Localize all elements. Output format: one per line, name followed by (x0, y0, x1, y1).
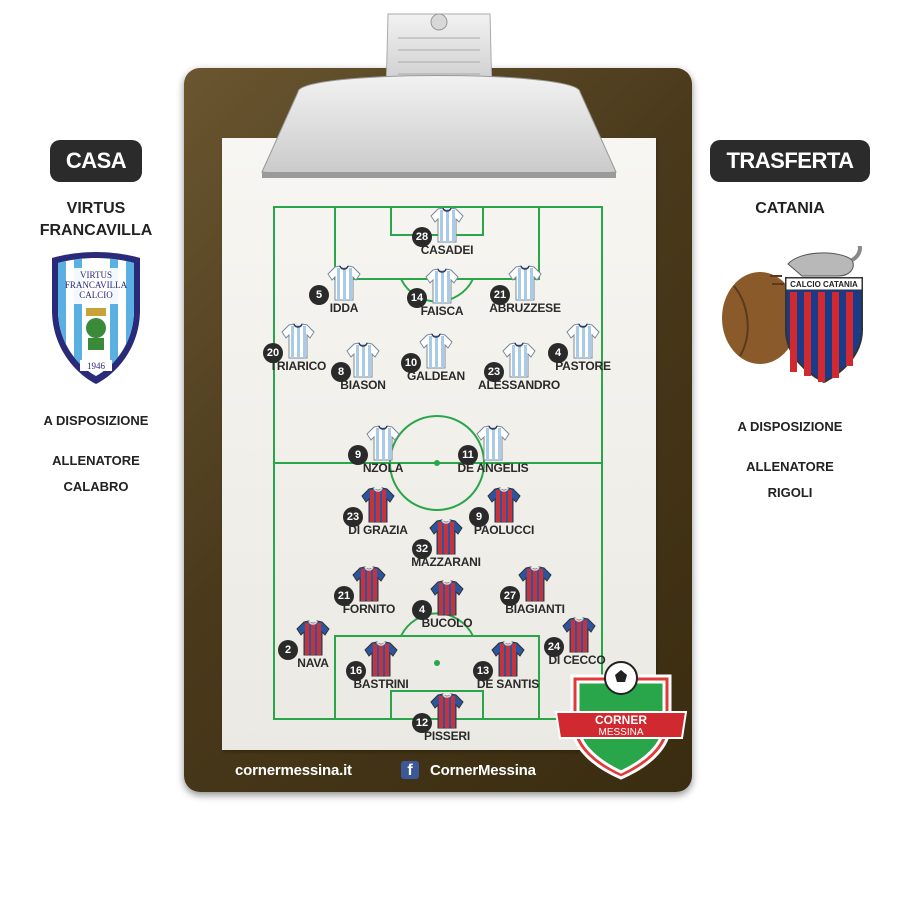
player-number: 20 (263, 343, 283, 363)
player-number: 2 (278, 640, 298, 660)
player-number: 27 (500, 586, 520, 606)
away-shirt-icon (491, 641, 525, 677)
home-shirt-icon (425, 268, 459, 304)
player-name: ABRUZZESE (489, 301, 561, 315)
player-number: 32 (412, 539, 432, 559)
facebook-icon: f (401, 761, 419, 779)
player-name: NAVA (297, 656, 329, 670)
away-shirt-icon (518, 566, 552, 602)
social-handle[interactable]: CornerMessina (430, 762, 536, 779)
svg-text:CALCIO CATANIA: CALCIO CATANIA (790, 280, 858, 289)
site-link[interactable]: cornermessina.it (235, 762, 352, 779)
home-shirt-icon (366, 425, 400, 461)
away-shirt-icon (562, 617, 596, 653)
calcio-catania-logo: CALCIO CATANIA (722, 246, 863, 384)
player-name: TRIARICO (269, 359, 327, 373)
player-name: PAOLUCCI (473, 523, 535, 537)
svg-text:CALCIO: CALCIO (79, 290, 113, 300)
player-number: 12 (412, 713, 432, 733)
home-bench-label: A DISPOSIZIONE (43, 413, 149, 428)
svg-text:CORNER: CORNER (595, 713, 647, 727)
virtus-francavilla-logo: VIRTUS FRANCAVILLA CALCIO 1946 (52, 252, 140, 384)
player-name: PASTORE (555, 359, 611, 373)
clipboard-clip (261, 13, 617, 178)
home-badge: CASA (49, 140, 143, 182)
corner-messina-watermark: CORNER MESSINA (554, 661, 688, 780)
player-name: BUCOLO (421, 616, 473, 630)
player-number: 13 (473, 661, 493, 681)
player-name: IDDA (329, 301, 359, 315)
away-shirt-icon (430, 580, 464, 616)
away-shirt-icon (487, 487, 521, 523)
player-name: FORNITO (342, 602, 396, 616)
player-name: ALESSANDRO (477, 378, 561, 392)
player-number: 10 (401, 353, 421, 373)
svg-text:MESSINA: MESSINA (598, 727, 643, 738)
player-name: PISSERI (424, 729, 470, 743)
home-shirt-icon (346, 342, 380, 378)
player-name: FAISCA (420, 304, 464, 318)
away-team-name: CATANIA (755, 200, 825, 217)
player-number: 4 (548, 343, 568, 363)
player-name: BASTRINI (353, 677, 409, 691)
player-name: MAZZARANI (411, 555, 481, 569)
player-name: DE ANGELIS (457, 461, 529, 475)
player-number: 24 (544, 637, 564, 657)
player-number: 9 (348, 445, 368, 465)
home-shirt-icon (430, 207, 464, 243)
away-team-panel: TRASFERTA CATANIA CALCIO CATANIA A DISPO… (700, 140, 880, 506)
svg-text:1946: 1946 (87, 361, 106, 371)
player-number: 4 (412, 600, 432, 620)
svg-text:FRANCAVILLA: FRANCAVILLA (65, 280, 128, 290)
away-badge: TRASFERTA (710, 140, 870, 182)
player-number: 9 (469, 507, 489, 527)
player-name: BIAGIANTI (505, 602, 565, 616)
player-name: GALDEAN (407, 369, 465, 383)
player-name: DE SANTIS (476, 677, 540, 691)
home-shirt-icon (327, 265, 361, 301)
away-shirt-icon (430, 693, 464, 729)
home-shirt-icon (419, 333, 453, 369)
player-name: BIASON (340, 378, 386, 392)
player-number: 5 (309, 285, 329, 305)
player-number: 21 (334, 586, 354, 606)
home-coach-name: CALABRO (63, 479, 129, 494)
home-shirt-icon (508, 265, 542, 301)
player-number: 21 (490, 285, 510, 305)
home-team-name: VIRTUS FRANCAVILLA (39, 200, 153, 239)
home-shirt-icon (566, 323, 600, 359)
away-shirt-icon (429, 519, 463, 555)
player-number: 28 (412, 227, 432, 247)
away-coach-label: ALLENATORE (746, 459, 834, 474)
player-number: 14 (407, 288, 427, 308)
player-number: 8 (331, 362, 351, 382)
home-shirt-icon (281, 323, 315, 359)
player-number: 23 (484, 362, 504, 382)
away-shirt-icon (361, 487, 395, 523)
home-team-panel: CASA VIRTUS FRANCAVILLA VIRTUS FRANCAVIL… (6, 140, 186, 500)
player-number: 11 (458, 445, 478, 465)
player-name: DI CECCO (548, 653, 606, 667)
player-name: CASADEI (420, 243, 474, 257)
away-shirt-icon (296, 620, 330, 656)
home-shirt-icon (476, 425, 510, 461)
home-coach-label: ALLENATORE (52, 453, 140, 468)
home-shirt-icon (502, 342, 536, 378)
player-number: 16 (346, 661, 366, 681)
player-number: 23 (343, 507, 363, 527)
away-bench-label: A DISPOSIZIONE (737, 419, 843, 434)
away-shirt-icon (364, 641, 398, 677)
player-name: NZOLA (362, 461, 404, 475)
player-name: DI GRAZIA (348, 523, 408, 537)
away-coach-name: RIGOLI (767, 485, 813, 500)
svg-text:VIRTUS: VIRTUS (80, 270, 112, 280)
away-shirt-icon (352, 566, 386, 602)
